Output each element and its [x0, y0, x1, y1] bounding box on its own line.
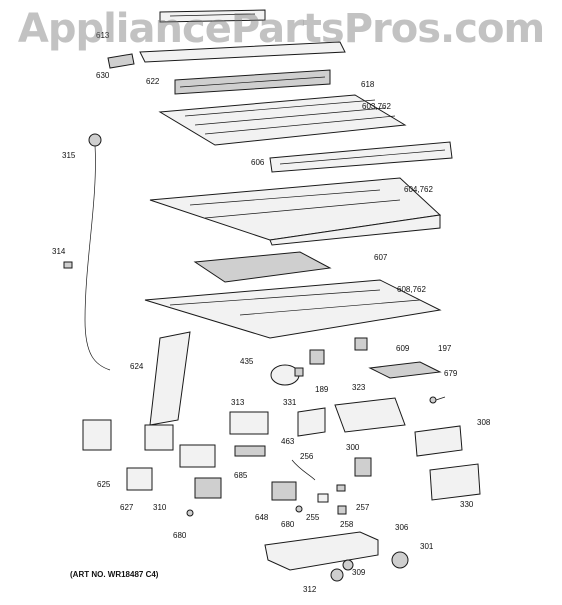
label-685: 685	[234, 471, 248, 480]
part-255-part[interactable]	[317, 493, 329, 503]
part-463-part[interactable]	[234, 445, 266, 457]
label-680a: 680	[281, 520, 295, 529]
part-323-bracket[interactable]	[334, 397, 406, 433]
part-606-cover[interactable]	[269, 141, 453, 173]
part-258-part[interactable]	[337, 505, 347, 515]
label-435: 435	[240, 357, 254, 366]
part-309-part[interactable]	[342, 559, 354, 571]
part-679-screw[interactable]	[429, 396, 446, 404]
label-301: 301	[420, 542, 434, 551]
label-312: 312	[303, 585, 317, 594]
label-306: 306	[395, 523, 409, 532]
part-197-ribbon[interactable]	[368, 361, 442, 379]
label-622: 622	[146, 77, 160, 86]
label-308: 308	[477, 418, 491, 427]
part-330-bracket[interactable]	[429, 463, 481, 501]
label-607: 607	[374, 253, 388, 262]
label-197: 197	[438, 344, 452, 353]
label-314: 314	[52, 247, 66, 256]
part-315-tube[interactable]	[84, 133, 111, 371]
label-680b: 680	[173, 531, 187, 540]
part-189-socket[interactable]	[309, 349, 325, 365]
part-685-part[interactable]	[179, 444, 216, 468]
label-258: 258	[340, 520, 354, 529]
label-627: 627	[120, 503, 134, 512]
part-310-valve[interactable]	[194, 477, 222, 499]
label-679: 679	[444, 369, 458, 378]
part-648-motor[interactable]	[271, 481, 297, 501]
label-323: 323	[352, 383, 366, 392]
label-463: 463	[281, 437, 295, 446]
label-300: 300	[346, 443, 360, 452]
part-301-knob[interactable]	[391, 551, 409, 569]
label-189: 189	[315, 385, 329, 394]
part-607-mesh[interactable]	[193, 251, 332, 283]
label-618: 618	[361, 80, 375, 89]
label-609: 609	[396, 344, 410, 353]
part-627-part[interactable]	[126, 467, 153, 491]
part-680-screw-b[interactable]	[186, 509, 194, 517]
label-604: 604,762	[404, 185, 433, 194]
part-680-screw-a[interactable]	[295, 505, 303, 513]
part-604-tray[interactable]	[149, 177, 442, 246]
art-number: (ART NO. WR18487 C4)	[70, 570, 159, 579]
part-618-bracket[interactable]	[174, 69, 331, 95]
part-256-wire[interactable]	[291, 459, 316, 481]
part-608-tray[interactable]	[144, 279, 442, 339]
label-255: 255	[306, 513, 320, 522]
label-608: 608,762	[397, 285, 426, 294]
label-606: 606	[251, 158, 265, 167]
label-313: 313	[231, 398, 245, 407]
label-257: 257	[356, 503, 370, 512]
part-312-knob[interactable]	[330, 568, 344, 582]
part-630-block[interactable]	[107, 53, 135, 69]
label-603: 603,762	[362, 102, 391, 111]
part-609-knob[interactable]	[354, 337, 368, 351]
part-435-bulb[interactable]	[270, 364, 304, 386]
label-310: 310	[153, 503, 167, 512]
label-315: 315	[62, 151, 76, 160]
part-thermostat-assembly[interactable]	[144, 424, 174, 451]
label-630: 630	[96, 71, 110, 80]
label-624: 624	[130, 362, 144, 371]
label-331: 331	[283, 398, 297, 407]
part-300-switch[interactable]	[354, 457, 372, 477]
part-624-duct[interactable]	[149, 331, 191, 426]
part-331-plate[interactable]	[297, 407, 326, 437]
part-613-rail[interactable]	[159, 9, 266, 23]
part-308-plate[interactable]	[414, 425, 463, 457]
part-603-shelf[interactable]	[158, 94, 407, 146]
label-625: 625	[97, 480, 111, 489]
part-257-part[interactable]	[336, 484, 346, 492]
label-309: 309	[352, 568, 366, 577]
part-313-box[interactable]	[229, 411, 269, 435]
part-306-housing[interactable]	[264, 531, 379, 571]
part-622-strip[interactable]	[139, 41, 346, 63]
label-648: 648	[255, 513, 269, 522]
label-613: 613	[96, 31, 110, 40]
part-625-housing[interactable]	[82, 419, 112, 451]
part-314-clip[interactable]	[63, 261, 73, 269]
label-256: 256	[300, 452, 314, 461]
label-330: 330	[460, 500, 474, 509]
